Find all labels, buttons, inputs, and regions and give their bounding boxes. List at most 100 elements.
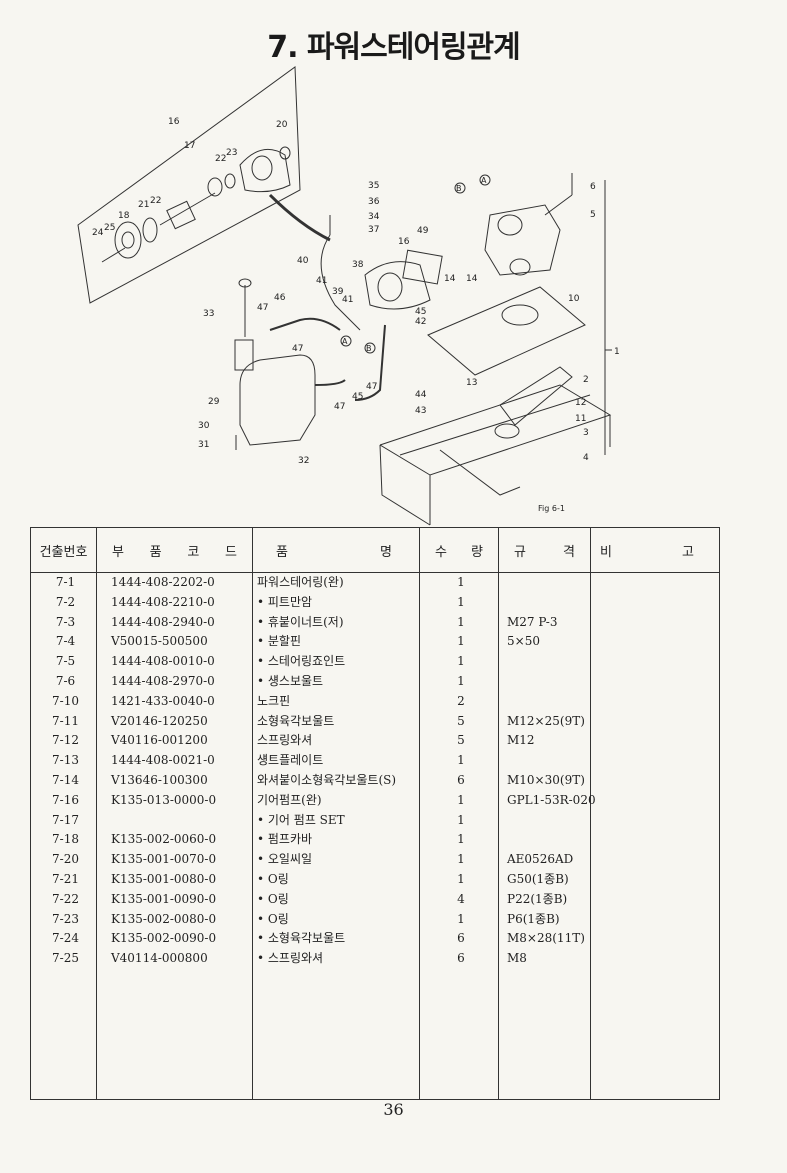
specification: M10×30(9T) (498, 770, 591, 791)
remark (590, 830, 720, 851)
quantity: 5 (419, 711, 499, 732)
specification: 5×50 (498, 632, 591, 653)
part-code: K135-002-0080-0 (96, 909, 253, 930)
part-name: 노크핀 (252, 691, 420, 712)
part-name: • O링 (252, 869, 420, 890)
callout: 30 (198, 421, 210, 431)
specification (498, 691, 591, 712)
empty-cell (96, 968, 253, 1100)
part-number: 7-11 (30, 711, 97, 732)
part-name: 섕트플레이트 (252, 751, 420, 771)
callout: 29 (208, 397, 220, 407)
callout: 18 (118, 211, 130, 221)
part-code: V40114-000800 (96, 949, 253, 969)
remark (590, 632, 720, 653)
part-number: 7-21 (30, 869, 97, 890)
part-number: 7-4 (30, 632, 97, 653)
specification (498, 751, 591, 771)
pump-detail-frame (77, 66, 301, 304)
remark (590, 790, 720, 811)
part-name: • O링 (252, 889, 420, 910)
callout: 44 (415, 390, 427, 400)
marker: B (456, 184, 462, 193)
specification (498, 810, 591, 831)
pump-assembly-drawing (320, 215, 443, 331)
callout: 42 (415, 317, 426, 327)
remark (590, 869, 720, 890)
callout: 47 (292, 344, 303, 354)
quantity: 1 (419, 909, 499, 930)
empty-cell (590, 968, 720, 1100)
quantity: 4 (419, 889, 499, 910)
quantity: 1 (419, 632, 499, 653)
part-code: 1444-408-0021-0 (96, 751, 253, 771)
part-number: 7-5 (30, 652, 97, 672)
quantity: 1 (419, 790, 499, 811)
part-number: 7-12 (30, 731, 97, 752)
quantity: 6 (419, 770, 499, 791)
part-name: • 섕스보울트 (252, 671, 420, 692)
page-number: 36 (383, 1100, 404, 1119)
marker: B (366, 344, 372, 353)
callout: 1 (614, 347, 620, 357)
callout: 35 (368, 181, 379, 191)
callout: 22 (215, 154, 226, 164)
part-code: K135-001-0080-0 (96, 869, 253, 890)
callout: 31 (198, 440, 209, 450)
steering-box-drawing (484, 173, 573, 276)
part-code: K135-002-0090-0 (96, 929, 253, 950)
mounting-plate-drawing (427, 286, 586, 376)
fig-label: Fig 6-1 (538, 504, 565, 513)
specification: G50(1종B) (498, 869, 591, 890)
specification (498, 592, 591, 613)
part-name: • 스프링와셔 (252, 949, 420, 969)
part-name: • 소형육각보울트 (252, 929, 420, 950)
part-number: 7-25 (30, 949, 97, 969)
callout-labels: 1 2 3 4 5 6 10 11 12 13 14 14 16 16 17 1… (92, 117, 620, 513)
callout: 6 (590, 182, 596, 192)
remark (590, 810, 720, 831)
quantity: 1 (419, 592, 499, 613)
specification: GPL1-53R-020 (498, 790, 596, 811)
gear-pump-drawing (101, 146, 291, 263)
part-number: 7-20 (30, 850, 97, 870)
part-number: 7-22 (30, 889, 97, 910)
specification: AE0526AD (498, 850, 591, 870)
specification (498, 572, 591, 593)
specification (498, 652, 591, 672)
part-name: 파워스테어링(완) (252, 572, 420, 593)
quantity: 5 (419, 731, 499, 752)
part-code: V13646-100300 (96, 770, 253, 791)
callout: 40 (297, 256, 309, 266)
quantity: 1 (419, 850, 499, 870)
callout: 22 (150, 196, 161, 206)
part-name: • 스테어링죠인트 (252, 652, 420, 672)
remark (590, 711, 720, 732)
callout: 17 (184, 141, 195, 151)
callout: 33 (203, 309, 214, 319)
part-code: V40116-001200 (96, 731, 253, 752)
specification: P6(1종B) (498, 909, 591, 930)
part-name: 기어펌프(완) (252, 790, 420, 811)
exploded-parts-diagram: 1 2 3 4 5 6 10 11 12 13 14 14 16 16 17 1… (77, 66, 620, 526)
remark (590, 572, 720, 593)
part-name: • 분할핀 (252, 632, 420, 653)
callout: 13 (466, 378, 477, 388)
part-code: 1421-433-0040-0 (96, 691, 253, 712)
part-number: 7-1 (30, 572, 97, 593)
